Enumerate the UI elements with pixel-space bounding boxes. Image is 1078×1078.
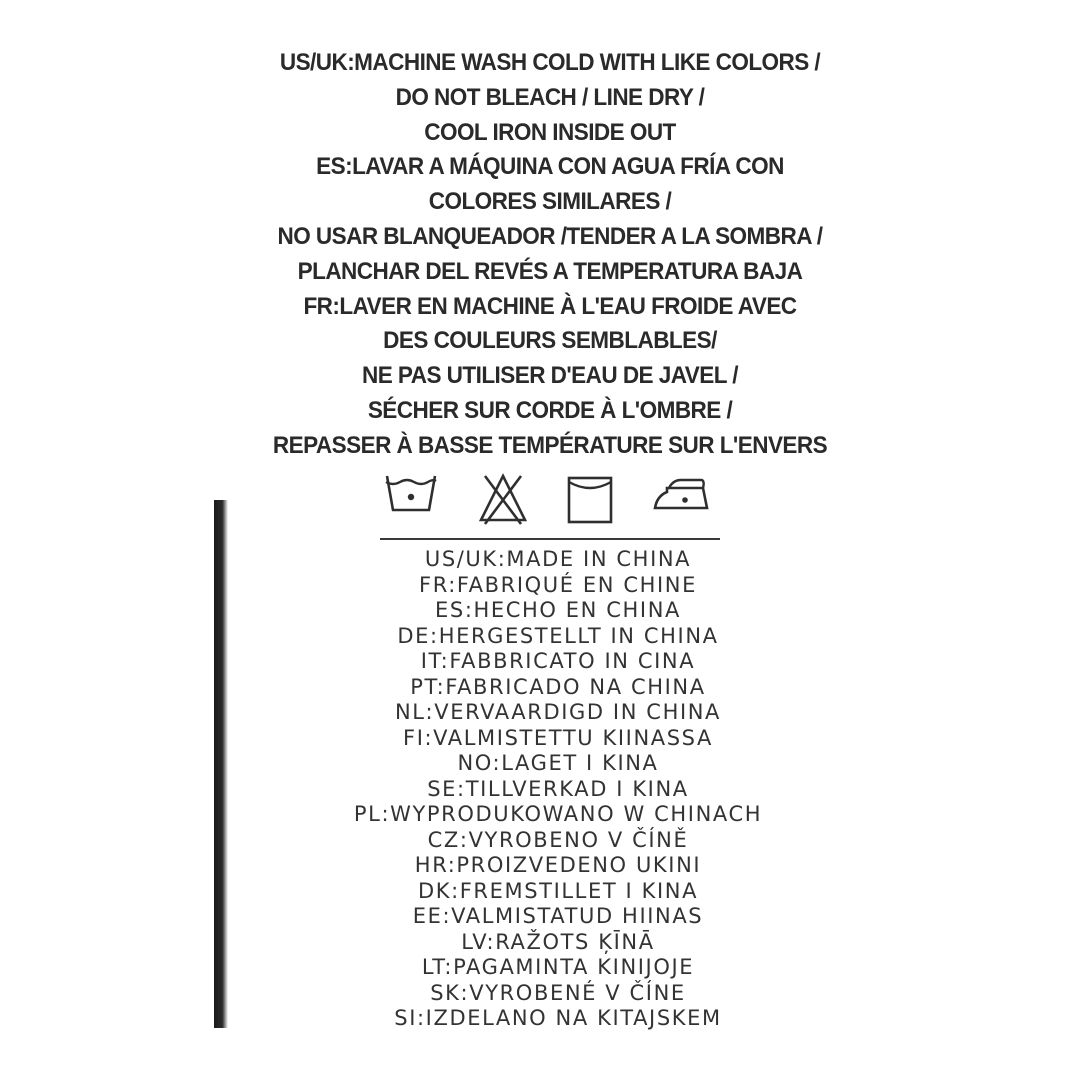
care-line: REPASSER À BASSE TEMPÉRATURE SUR L'ENVER…: [272, 431, 828, 459]
care-symbols: [375, 470, 725, 534]
country-of-origin: US/UK:MADE IN CHINA FR:FABRIQUÉ EN CHINE…: [268, 547, 848, 1032]
care-line: PLANCHAR DEL REVÉS A TEMPERATURA BAJA: [297, 257, 803, 285]
origin-line: FR:FABRIQUÉ EN CHINE: [419, 572, 697, 597]
origin-line: DE:HERGESTELLT IN CHINA: [397, 623, 719, 648]
origin-line: SE:TILLVERKAD I KINA: [427, 776, 689, 801]
care-line: NO USAR BLANQUEADOR /TENDER A LA SOMBRA …: [277, 222, 823, 250]
origin-line: FI:VALMISTETTU KIINASSA: [403, 725, 713, 750]
origin-line: ES:HECHO EN CHINA: [435, 598, 681, 622]
origin-line: NL:VERVAARDIGD IN CHINA: [394, 700, 722, 724]
care-line: FR:LAVER EN MACHINE À L'EAU FROIDE AVEC: [303, 292, 797, 320]
origin-line: NO:LAGET I KINA: [457, 751, 659, 775]
origin-line: DK:FREMSTILLET I KINA: [417, 878, 699, 903]
care-line: US/UK:MACHINE WASH COLD WITH LIKE COLORS…: [279, 49, 821, 76]
do-not-bleach-icon: [478, 473, 528, 525]
care-instructions: US/UK:MACHINE WASH COLD WITH LIKE COLORS…: [256, 46, 845, 464]
care-line: COLORES SIMILARES /: [428, 188, 672, 216]
origin-line: US/UK:MADE IN CHINA: [424, 547, 692, 571]
origin-line: HR:PROIZVEDENO UKINI: [414, 853, 702, 877]
origin-line: IT:FABBRICATO IN CINA: [420, 649, 696, 673]
origin-line: EE:VALMISTATUD HIINAS: [412, 904, 704, 928]
origin-line: LV:RAŽOTS ĶĪNĀ: [461, 929, 655, 954]
care-line: NE PAS UTILISER D'EAU DE JAVEL /: [362, 362, 739, 390]
care-line: DES COULEURS SEMBLABLES/: [383, 327, 717, 355]
origin-line: PL:WYPRODUKOWANO W CHINACH: [353, 802, 763, 826]
care-line: COOL IRON INSIDE OUT: [424, 118, 676, 146]
origin-line: SK:VYROBENÉ V ČÍNE: [430, 980, 686, 1005]
origin-line: PT:FABRICADO NA CHINA: [410, 674, 706, 699]
care-line: DO NOT BLEACH / LINE DRY /: [395, 83, 705, 111]
origin-line: CZ:VYROBENO V ČÍNĚ: [427, 827, 689, 852]
label-edge-shadow: [214, 500, 228, 1028]
care-line: SÉCHER SUR CORDE À L'OMBRE /: [367, 396, 733, 424]
wash-cold-icon: [385, 475, 437, 512]
care-line: ES:LAVAR A MÁQUINA CON AGUA FRÍA CON: [316, 153, 784, 181]
line-dry-icon: [567, 476, 613, 524]
label-divider: [380, 538, 720, 540]
origin-line: SI:IZDELANO NA KITAJSKEM: [394, 1006, 722, 1030]
iron-low-icon: [653, 478, 709, 510]
origin-line: LT:PAGAMINTA KINIJOJE: [421, 955, 695, 979]
